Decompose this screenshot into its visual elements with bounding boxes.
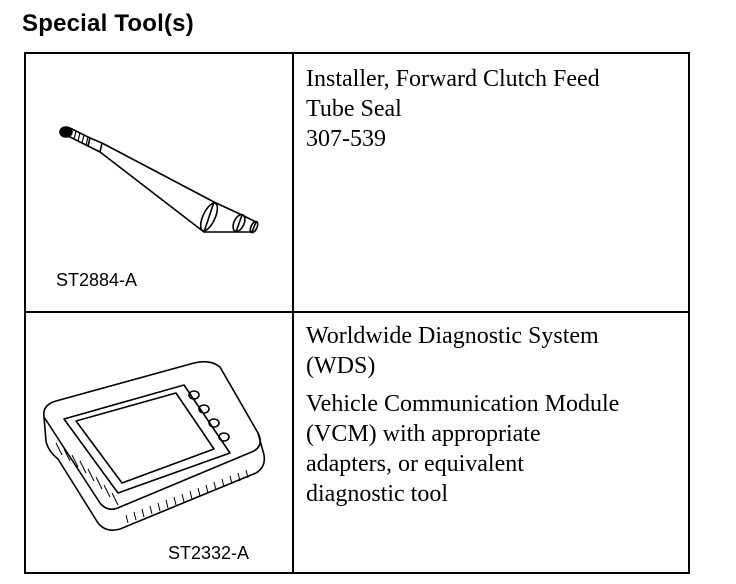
description-line: Worldwide Diagnostic System xyxy=(306,323,599,349)
description-line: diagnostic tool xyxy=(306,481,448,507)
tool-description: Worldwide Diagnostic System (WDS) xyxy=(306,321,599,381)
tool-row: ST2884-A Installer, Forward Clutch Feed … xyxy=(26,54,688,313)
tool-code: ST2884-A xyxy=(56,270,138,290)
description-line: Installer, Forward Clutch Feed xyxy=(306,66,600,92)
tool-description: Installer, Forward Clutch Feed Tube Seal… xyxy=(306,64,600,154)
diagnostic-module-icon xyxy=(42,360,266,531)
tool-image-cell: ST2332-A xyxy=(26,313,294,572)
tool-image-cell: ST2884-A xyxy=(26,54,294,311)
tool-part-number: 307-539 xyxy=(306,126,386,152)
tool-description-cell: Installer, Forward Clutch Feed Tube Seal… xyxy=(296,54,688,311)
description-line: (WDS) xyxy=(306,353,376,379)
seal-installer-tool-icon xyxy=(59,126,259,234)
description-line: (VCM) with appropriate xyxy=(306,421,541,447)
tool-row: ST2332-A Worldwide Diagnostic System (WD… xyxy=(26,313,688,572)
description-line: Vehicle Communication Module xyxy=(306,391,620,417)
tool-description: Vehicle Communication Module (VCM) with … xyxy=(306,389,619,509)
special-tools-table: ST2884-A Installer, Forward Clutch Feed … xyxy=(24,52,690,574)
description-line: adapters, or equivalent xyxy=(306,451,524,477)
tool-description-cell: Worldwide Diagnostic System (WDS) Vehicl… xyxy=(296,313,688,572)
description-line: Tube Seal xyxy=(306,96,402,122)
page-title: Special Tool(s) xyxy=(22,10,194,37)
tool-code: ST2332-A xyxy=(168,543,250,563)
